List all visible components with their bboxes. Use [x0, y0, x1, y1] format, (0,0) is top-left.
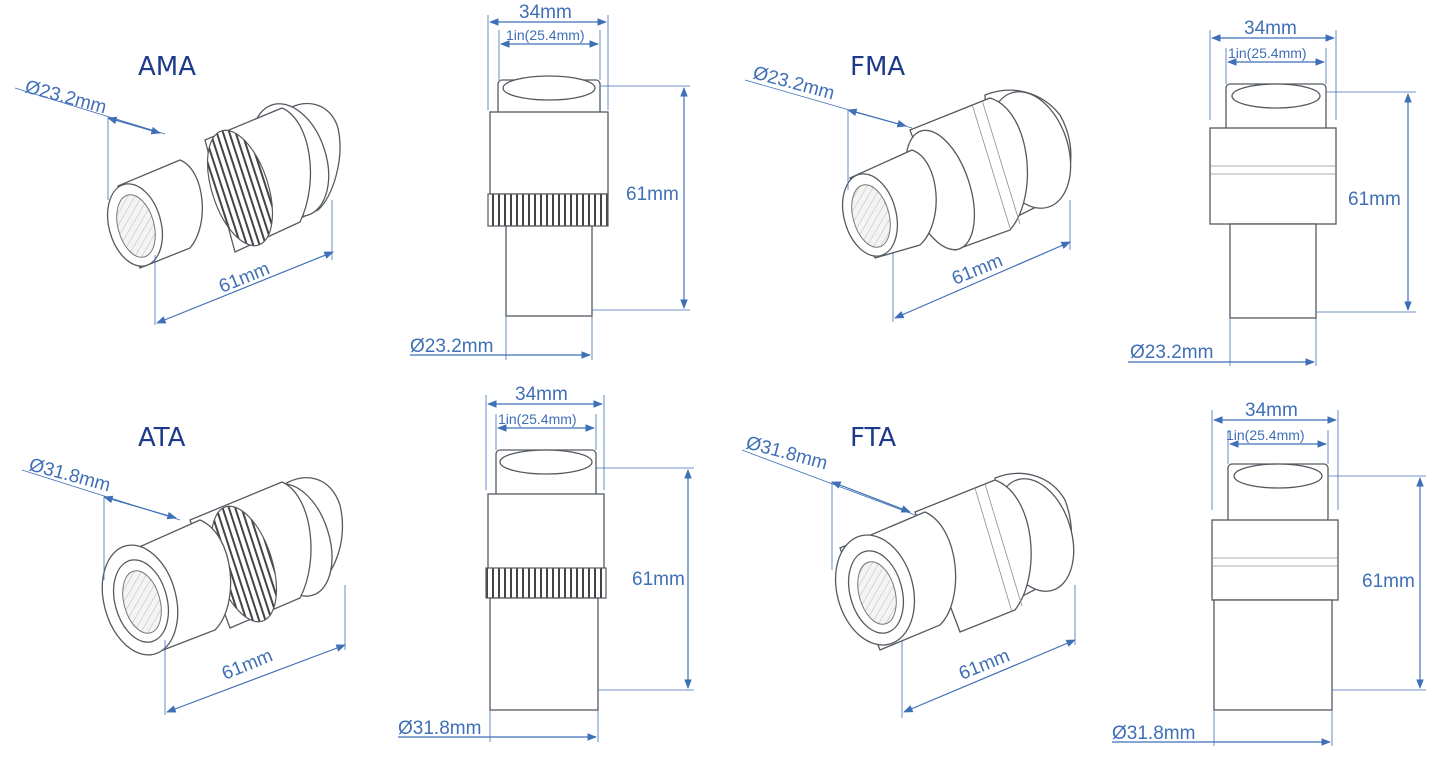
fta-side-height: 61mm [1362, 571, 1415, 592]
fma-side-inner-width: 1in(25.4mm) [1228, 45, 1307, 61]
ata-side-inner-width: 1in(25.4mm) [498, 411, 577, 427]
ama-iso-view: Ø23.2mm 61mm [14, 77, 341, 325]
ata-side-view: 34mm 1in(25.4mm) 61mm Ø31.8mm [398, 384, 694, 742]
fta-iso-diameter: Ø31.8mm [744, 433, 830, 475]
ama-side-inner-width: 1in(25.4mm) [506, 27, 585, 43]
ata-iso-diameter: Ø31.8mm [27, 455, 113, 497]
fta-side-outer-width: 34mm [1245, 400, 1298, 421]
fta-group: FTA Ø31.8mm 61mm [741, 400, 1426, 746]
fma-side-view: 34mm 1in(25.4mm) 61mm Ø23.2mm [1128, 18, 1416, 366]
ama-group: AMA Ø23.2mm 61mm [14, 2, 690, 360]
ata-title: ATA [138, 423, 186, 453]
fta-side-inner-width: 1in(25.4mm) [1226, 427, 1305, 443]
fma-side-outer-width: 34mm [1244, 18, 1297, 39]
fma-side-height: 61mm [1348, 189, 1401, 210]
ata-iso-length: 61mm [219, 645, 276, 684]
ata-group: ATA Ø31.8mm 61mm [21, 384, 694, 742]
ama-side-view: 34mm 1in(25.4mm) 61mm Ø23.2mm [410, 2, 690, 360]
ama-title: AMA [138, 52, 196, 82]
fta-iso-view: Ø31.8mm 61mm [741, 433, 1076, 718]
fta-side-view: 34mm 1in(25.4mm) 61mm Ø31.8mm [1112, 400, 1426, 746]
fta-side-bottom-diameter: Ø31.8mm [1112, 723, 1195, 744]
fta-title: FTA [850, 423, 896, 453]
fma-iso-diameter: Ø23.2mm [751, 63, 837, 105]
fma-iso-view: Ø23.2mm 61mm [744, 63, 1072, 322]
ata-side-outer-width: 34mm [515, 384, 568, 405]
ata-side-height: 61mm [632, 569, 685, 590]
fma-title: FMA [850, 52, 905, 82]
ata-iso-view: Ø31.8mm 61mm [21, 455, 346, 715]
fma-side-bottom-diameter: Ø23.2mm [1130, 342, 1213, 363]
ama-iso-length: 61mm [216, 258, 273, 297]
ama-iso-diameter: Ø23.2mm [23, 77, 109, 119]
ama-side-outer-width: 34mm [519, 2, 572, 23]
ama-side-bottom-diameter: Ø23.2mm [410, 336, 493, 357]
ama-side-height: 61mm [626, 184, 679, 205]
fma-iso-length: 61mm [949, 250, 1006, 289]
ata-side-bottom-diameter: Ø31.8mm [398, 718, 481, 739]
fma-group: FMA Ø23.2mm 61mm [744, 18, 1416, 366]
